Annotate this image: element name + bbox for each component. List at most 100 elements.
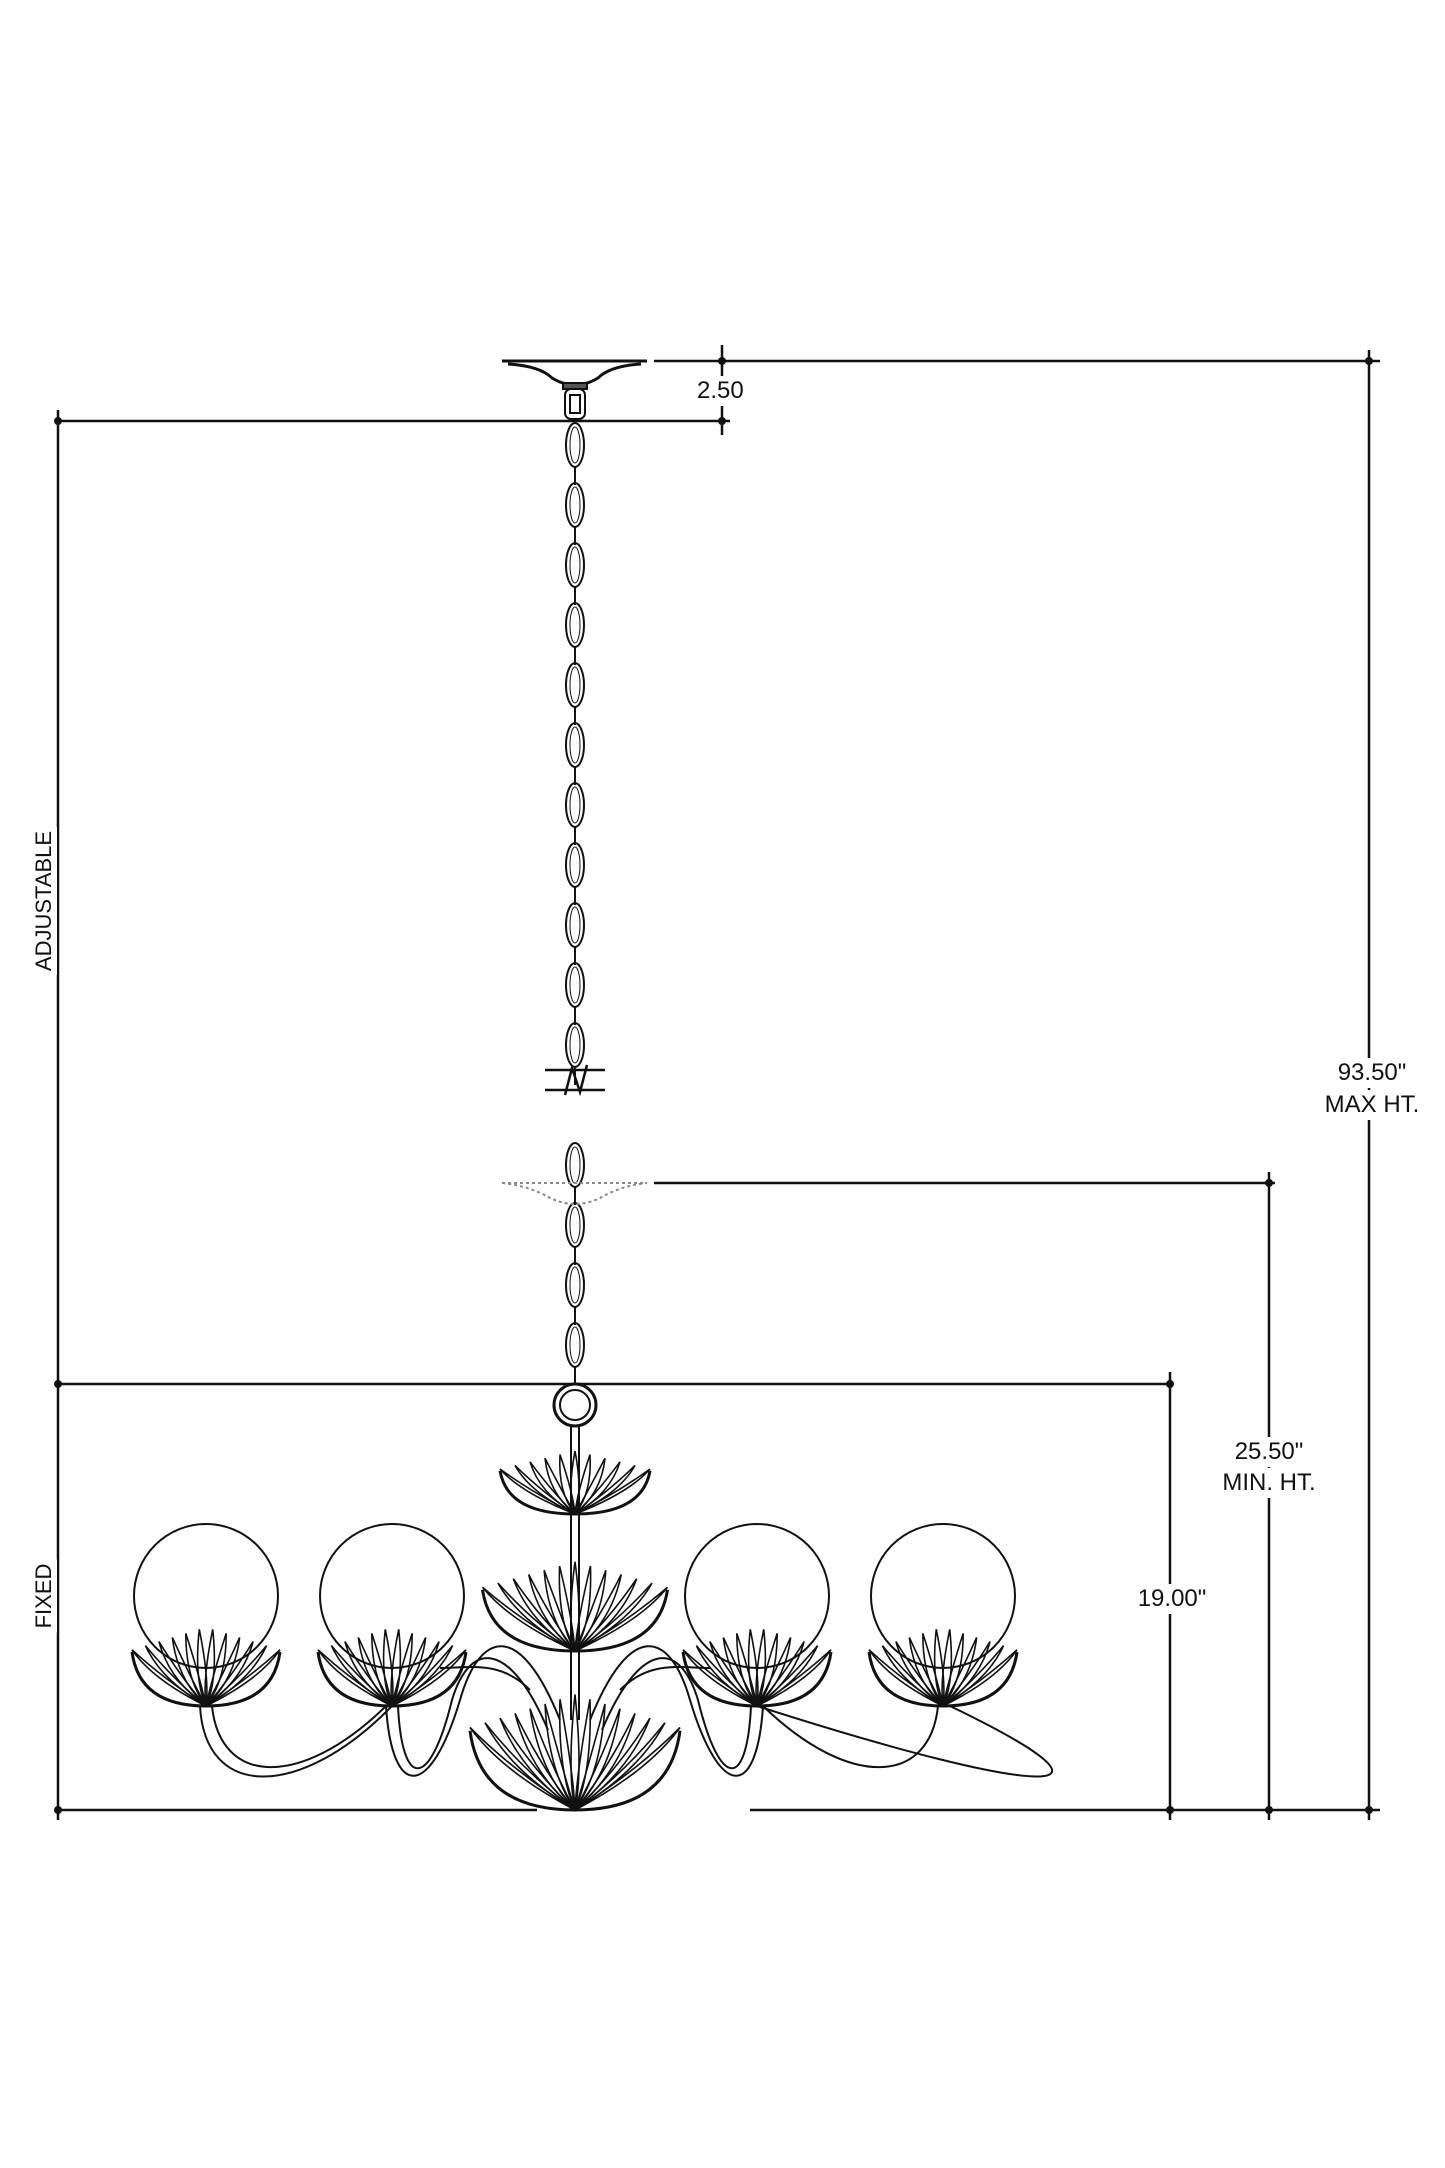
chain-link-inner [569,1146,581,1184]
leaf-cup-outline [316,1651,468,1708]
leaf-cup-outline [681,1651,833,1708]
arm-inner-right-inner [601,1657,752,1770]
arm-outer-left [199,1705,393,1778]
chain-link [565,542,585,588]
globe-leaf-cup [130,1629,282,1708]
chain-link-inner [569,1026,581,1064]
leaf [391,1633,413,1707]
leaf [574,1586,669,1652]
globe-leaf-cup [867,1629,1019,1708]
dimension-endpoint-dot [1365,357,1373,365]
fixed-height-value: 19.00" [1125,1584,1219,1614]
min-canopy-position [501,1182,648,1205]
glass-globe [870,1523,1016,1669]
chain-link-inner [569,726,581,764]
dimension-endpoint-dot [1166,1380,1174,1388]
leaf [382,1629,394,1707]
dimension-endpoint-dot [54,1806,62,1814]
globe-leaf-cup [681,1629,833,1708]
leaf [736,1633,758,1707]
chain-link-inner [569,546,581,584]
globe-leaf-cup [316,1629,468,1708]
leaf-cup-outline [481,1589,669,1653]
middle-leaf-cup [481,1561,669,1653]
leaf [205,1649,281,1707]
chain-link [565,482,585,528]
chain-link [565,1322,585,1368]
arm-outer-right [756,1705,1054,1778]
dimension-endpoint-dot [54,1380,62,1388]
dimension-endpoint-dot [718,357,726,365]
chain-link [565,1202,585,1248]
leaf [529,1461,576,1515]
max-height-value: 93.50" [1325,1058,1419,1088]
fixed-label: FIXED [31,1559,57,1633]
max-height-label: MAX HT. [1315,1090,1429,1120]
chain-link [565,782,585,828]
arm-connector-left [439,1666,531,1691]
chain-link [565,902,585,948]
chain-link [565,602,585,648]
suspension-ring [552,1382,598,1428]
dimension-endpoint-dot [1166,1806,1174,1814]
leaf [574,1461,621,1515]
canopy-icon [502,359,647,387]
dimension-endpoint-dot [1265,1179,1273,1187]
leaf [171,1637,207,1707]
leaf [941,1629,953,1707]
leaf [747,1629,759,1707]
glass-globe [684,1523,830,1669]
suspension-ring-inner [559,1389,591,1421]
glass-globe [319,1523,465,1669]
arm-inner-left-inner [397,1657,549,1770]
dimension-endpoint-dot [1365,1806,1373,1814]
leaf [908,1637,944,1707]
leaf-cup-outline [498,1470,652,1516]
leaf [570,1694,580,1811]
leaf [942,1633,964,1707]
chain-link [565,662,585,708]
min-height-label: MIN. HT. [1212,1468,1326,1498]
chain-link [565,1262,585,1308]
chain-link-inner [569,426,581,464]
leaf [942,1649,1018,1707]
leaf [544,1703,576,1811]
chain-link-inner [569,486,581,524]
leaf [574,1726,681,1811]
chain-link-inner [569,906,581,944]
leaf [558,1699,576,1811]
glass-globe [133,1523,279,1669]
arm-outer-left-inner [211,1705,387,1769]
leaf [922,1633,944,1707]
canopy-loop-inner [569,394,581,414]
leaf [933,1629,945,1707]
leaf [204,1629,216,1707]
leaf [755,1629,767,1707]
leaf-cup-outline [867,1651,1019,1708]
leaf [558,1565,576,1652]
leaf [205,1633,227,1707]
leaf [570,1450,580,1515]
chain-link-inner [569,846,581,884]
dimension-endpoint-dot [54,417,62,425]
canopy-height-label: 2.50 [695,376,746,406]
chain-link-inner [569,1326,581,1364]
leaf [196,1629,208,1707]
leaf-cup-outline [468,1730,682,1812]
arm-inner-right [589,1645,764,1777]
chain-break-icon [545,1063,605,1097]
leaf [574,1468,651,1515]
chain-link-inner [569,966,581,1004]
leaf [722,1637,758,1707]
leaf [570,1561,580,1652]
chain-link-inner [569,786,581,824]
arm-outer-right-inner [762,1705,939,1769]
chain-link [565,1022,585,1068]
arm-inner-left [385,1645,561,1777]
chain-link-inner [569,606,581,644]
chain-link-inner [569,1266,581,1304]
canopy-loop [564,388,586,420]
arm-connector-right [619,1666,711,1691]
min-height-value: 25.50" [1222,1437,1316,1467]
